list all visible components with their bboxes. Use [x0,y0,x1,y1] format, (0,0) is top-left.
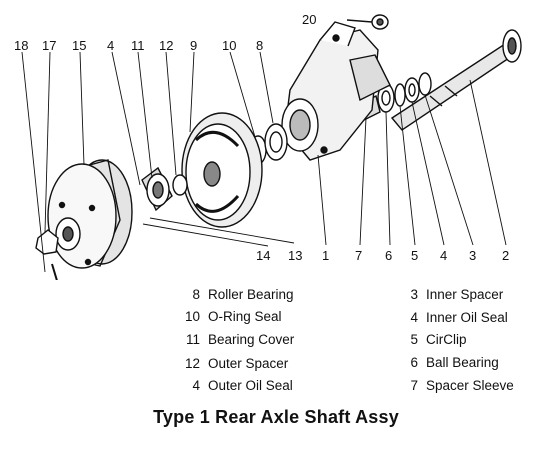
axle-nut-illustration [35,229,59,280]
legend-label: Bearing Cover [208,332,295,347]
callout-numbers: 20 18 17 15 4 11 12 9 10 8 14 13 1 7 6 5… [14,12,509,263]
callout-15: 15 [72,38,86,53]
legend-label: Roller Bearing [208,287,294,302]
axle-shaft-illustration [390,29,522,131]
legend-number: 7 [410,378,418,393]
legend-label: Inner Spacer [426,287,504,302]
callout-18: 18 [14,38,28,53]
callout-8: 8 [256,38,263,53]
diagram-title: Type 1 Rear Axle Shaft Assy [153,407,399,427]
callout-3: 3 [469,248,476,263]
legend-item: 6 Ball Bearing [398,355,499,370]
legend-label: Spacer Sleeve [426,378,514,393]
legend-label: Ball Bearing [426,355,499,370]
legend-item: 10 O-Ring Seal [180,309,282,324]
brake-drum-illustration [47,159,133,269]
callout-11: 11 [131,38,145,53]
legend-number: 6 [410,355,418,370]
legend-item: 11 Bearing Cover [180,332,294,347]
callout-6: 6 [385,248,392,263]
legend-item: 12 Outer Spacer [180,356,288,371]
leader-lines [21,51,507,273]
callout-7: 7 [355,248,362,263]
callout-14: 14 [256,248,270,263]
legend-number: 8 [192,287,200,302]
callout-5: 5 [411,248,418,263]
legend-number: 12 [184,356,200,371]
callout-4-inner: 4 [440,248,447,263]
legend-label: CirClip [426,332,467,347]
legend-number: 4 [410,310,418,325]
brake-backing-plate-illustration [181,112,263,228]
legend-number: 10 [184,309,200,324]
callout-1: 1 [322,248,329,263]
legend-item: 4 Outer Oil Seal [180,378,293,393]
legend-label: Outer Oil Seal [208,378,293,393]
legend-item: 8 Roller Bearing [180,287,294,302]
callout-17: 17 [42,38,56,53]
callout-9: 9 [190,38,197,53]
outer-spacer-illustration [172,174,188,196]
bearing-cover-illustration [141,166,173,212]
callout-13: 13 [288,248,302,263]
legend-number: 4 [192,378,200,393]
legend-label: O-Ring Seal [208,309,282,324]
legend-label: Outer Spacer [208,356,289,371]
callout-10: 10 [222,38,236,53]
bolt-illustration [346,14,389,30]
callout-4-outer: 4 [107,38,114,53]
legend-number: 11 [185,332,200,347]
exploded-axle-diagram: 20 18 17 15 4 11 12 9 10 8 14 13 1 7 6 5… [14,12,522,280]
legend-item: 7 Spacer Sleeve [398,378,514,393]
legend-label: Inner Oil Seal [426,310,508,325]
legend-item: 5 CirClip [398,332,467,347]
trailing-arm-housing-illustration [281,21,391,161]
legend-item: 4 Inner Oil Seal [398,310,508,325]
callout-2: 2 [502,248,509,263]
legend-number: 3 [410,287,418,302]
callout-12: 12 [159,38,173,53]
legend-number: 5 [410,332,418,347]
callout-20: 20 [302,12,316,27]
legend-item: 3 Inner Spacer [398,287,503,302]
